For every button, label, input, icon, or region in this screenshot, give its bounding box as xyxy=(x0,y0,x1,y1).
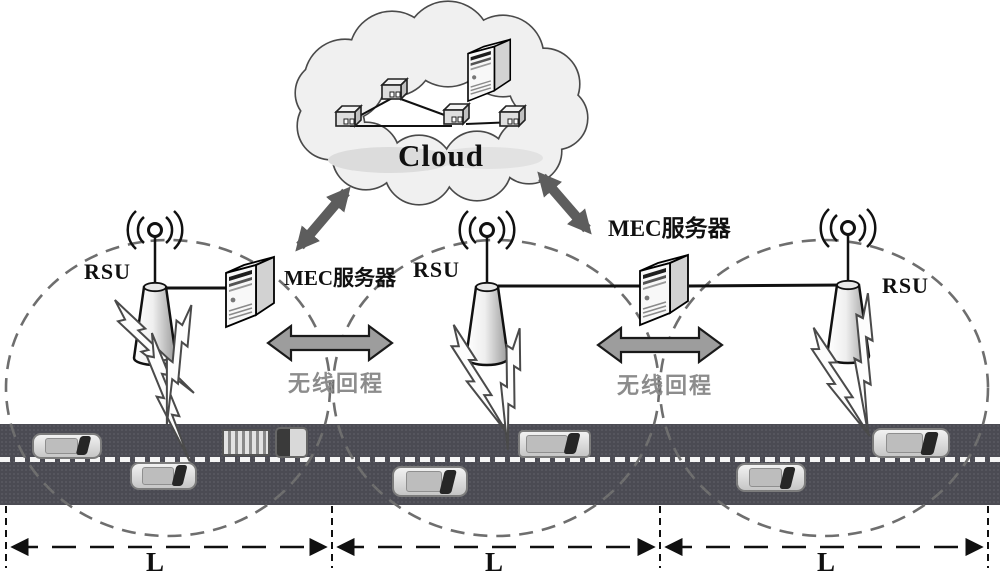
road xyxy=(0,424,1000,505)
mec-server-label-1: MEC服务器 xyxy=(284,266,396,290)
rsu-label-1: RSU xyxy=(84,259,132,284)
mini-server-icon xyxy=(499,105,526,127)
car-icon xyxy=(736,463,806,492)
mini-server-icon xyxy=(443,103,470,125)
backhaul-label-1: 无线回程 xyxy=(288,371,385,396)
cloud-link-arrow-icon xyxy=(295,171,592,252)
rsu-label-2: RSU xyxy=(413,257,461,282)
mini-server-icon xyxy=(381,78,408,100)
truck-icon xyxy=(222,427,308,458)
car-icon xyxy=(872,428,950,458)
mini-server-icon xyxy=(335,105,362,127)
car-icon xyxy=(392,466,468,497)
van-icon xyxy=(518,430,591,458)
mec-server-icon xyxy=(225,256,275,328)
mec-server-icon xyxy=(639,254,689,326)
truck-trailer xyxy=(222,429,271,456)
rsu-antenna-icon xyxy=(458,209,516,367)
rsu-mec-link xyxy=(164,283,847,290)
rsu-label-3: RSU xyxy=(882,273,930,298)
car-icon xyxy=(130,462,197,490)
cloud-label: Cloud xyxy=(398,138,484,173)
lane-divider xyxy=(0,457,1000,462)
backhaul-arrow-icon xyxy=(266,323,724,365)
backhaul-label-2: 无线回程 xyxy=(617,373,714,398)
coverage-circle-icon xyxy=(4,238,990,538)
segment-length-label-2: L xyxy=(485,547,504,574)
segment-length-label-1: L xyxy=(146,547,165,574)
car-icon xyxy=(32,433,102,459)
truck-cab xyxy=(275,427,308,458)
mec-server-label-2: MEC服务器 xyxy=(608,216,731,241)
segment-length-label-3: L xyxy=(817,547,836,574)
cloud-icon xyxy=(294,0,589,206)
segment-boundary-line xyxy=(5,506,989,568)
